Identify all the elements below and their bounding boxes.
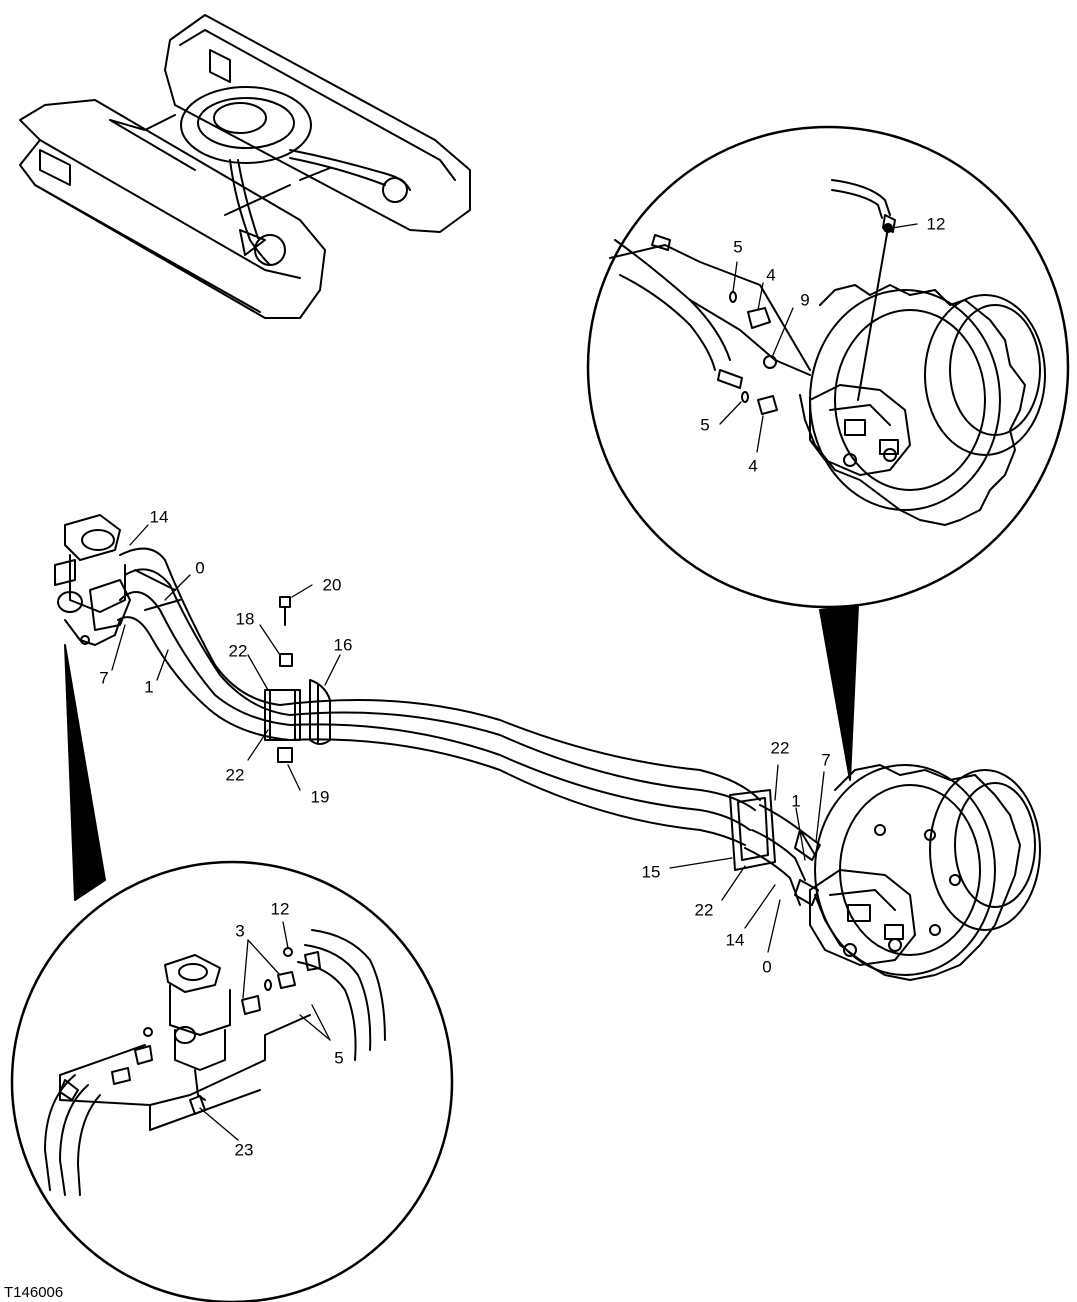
detail-pointer-wedges: [64, 604, 859, 901]
callout-14-swivel: 14: [149, 507, 169, 527]
callout-4-right-upper: 4: [766, 265, 776, 285]
callout-12-right: 12: [926, 214, 946, 234]
callout-4-right-lower: 4: [748, 456, 758, 476]
center-swivel-joint: [54, 514, 131, 646]
callout-3-left: 3: [235, 921, 245, 941]
travel-motor-sprocket: [809, 764, 1041, 981]
callout-14-motor: 14: [725, 930, 745, 950]
callout-12-left: 12: [270, 899, 290, 919]
callout-7-motor: 7: [821, 750, 831, 770]
callout-22-clamp-lower: 22: [225, 765, 245, 785]
callout-18-clamp: 18: [235, 609, 255, 629]
left-detail-circle: [10, 860, 454, 1302]
callout-leader-lines: [111, 223, 918, 1141]
callout-1-swivel: 1: [144, 677, 154, 697]
callout-1-motor: 1: [791, 791, 801, 811]
callout-22-grommet-lower: 22: [694, 900, 714, 920]
hose-clamp-assembly: [264, 596, 331, 763]
callout-22-clamp-upper: 22: [228, 641, 248, 661]
callout-5-right-upper: 5: [733, 237, 743, 257]
callout-15-grommet: 15: [641, 862, 661, 882]
callout-22-grommet-upper: 22: [770, 738, 790, 758]
callout-9-right: 9: [800, 290, 810, 310]
callout-5-left: 5: [334, 1048, 344, 1068]
hydraulic-hose-bundle: [117, 547, 821, 906]
callout-20-bolt: 20: [322, 575, 342, 595]
undercarriage-overview: [19, 14, 471, 319]
callout-0-motor: 0: [762, 957, 772, 977]
grommet: [729, 789, 776, 871]
callout-23-left: 23: [234, 1140, 254, 1160]
callout-16-band: 16: [333, 635, 353, 655]
callout-5-right-lower: 5: [700, 415, 710, 435]
callout-0-swivel: 0: [195, 558, 205, 578]
callout-19-nut: 19: [310, 787, 330, 807]
right-detail-circle: [586, 125, 1070, 609]
callout-7-swivel: 7: [99, 668, 109, 688]
figure-id: T146006: [4, 1284, 64, 1301]
